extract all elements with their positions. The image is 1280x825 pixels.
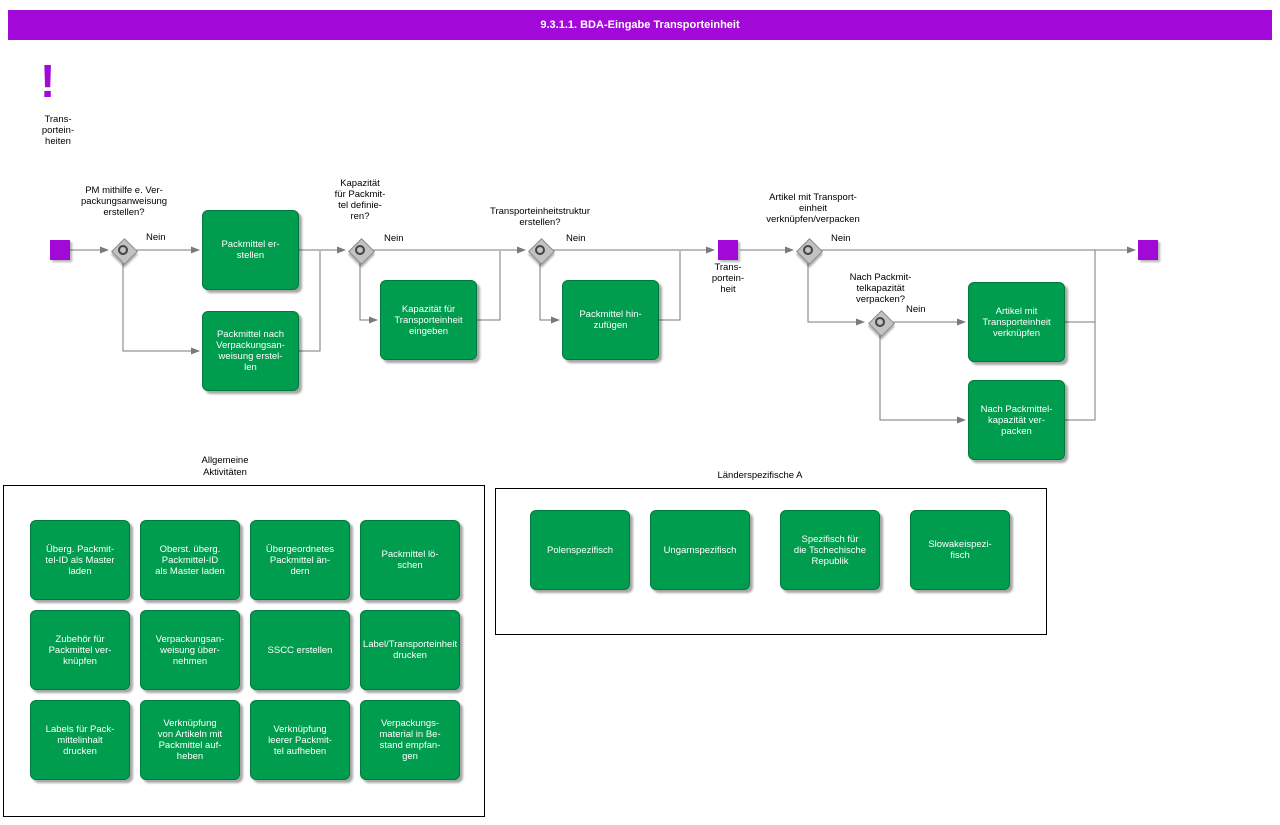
activity-zubehoer-verknuepfen: Zubehör für Packmittel ver- knüpfen [30,610,130,690]
gateway-ring-icon [355,245,365,255]
activity-verpackungsmaterial-empfangen: Verpackungs- material in Be- stand empfa… [360,700,460,780]
exclamation-label: Trans- portein- heiten [41,114,75,147]
gateway-packmittelkapazitaet [867,309,895,337]
activity-tschechienspezifisch: Spezifisch für die Tschechische Republik [780,510,880,590]
activity-uebergeordnetes-packmittel-aendern: Übergeordnetes Packmittel än- dern [250,520,350,600]
gateway-question: Transporteinheitstruktur erstellen? [490,206,590,228]
activity-verknuepfung-artikel-aufheben: Verknüpfung von Artikeln mit Packmittel … [140,700,240,780]
gateway-ring-icon [535,245,545,255]
activity-oberst-ueberg-packmittel-id-laden: Oberst. überg. Packmittel-ID als Master … [140,520,240,600]
activity-label-transporteinheit-drucken: Label/Transporteinheit drucken [360,610,460,690]
activity-packmittel-nach-verpackungsanweisung: Packmittel nach Verpackungsan- weisung e… [202,311,299,391]
gateway-no-label: Nein [831,233,851,244]
end-event [1138,240,1158,260]
gateway-question: Artikel mit Transport- einheit verknüpfe… [766,192,860,225]
intermediate-event-label: Trans- portein- heit [711,262,745,295]
gateway-no-label: Nein [384,233,404,244]
activity-ueberg-packmittel-id-laden: Überg. Packmit- tel-ID als Master laden [30,520,130,600]
gateway-packmittel-erstellen [110,237,138,265]
activity-ungarnspezifisch: Ungarnspezifisch [650,510,750,590]
gateway-artikel-verknuepfen [795,237,823,265]
group-allgemeine-aktivitaeten [3,485,485,817]
group-laenderspezifische [495,488,1047,635]
activity-nach-packmittelkapazitaet-verpacken: Nach Packmittel- kapazität ver- packen [968,380,1065,460]
group-title-allgemeine-aktivitaeten: Allgemeine Aktivitäten [201,455,249,478]
activity-packmittel-loeschen: Packmittel lö- schen [360,520,460,600]
activity-verknuepfung-leerer-packmittel-aufheben: Verknüpfung leerer Packmit- tel aufheben [250,700,350,780]
activity-polenspezifisch: Polenspezifisch [530,510,630,590]
activity-packmittel-erstellen: Packmittel er- stellen [202,210,299,290]
intermediate-event [718,240,738,260]
activity-slowakeispezifisch: Slowakeispezi- fisch [910,510,1010,590]
activity-artikel-verknuepfen: Artikel mit Transporteinheit verknüpfen [968,282,1065,362]
gateway-no-label: Nein [566,233,586,244]
group-title-laenderspezifische: Länderspezifische A [717,470,803,481]
gateway-ring-icon [118,245,128,255]
gateway-no-label: Nein [146,232,166,243]
gateway-transporteinheitstruktur [527,237,555,265]
exclamation-icon: ! [40,55,56,107]
gateway-question: Kapazität für Packmit- tel definie- ren? [334,178,386,222]
gateway-ring-icon [803,245,813,255]
start-event [50,240,70,260]
gateway-ring-icon [875,317,885,327]
activity-kapazitaet-eingeben: Kapazität für Transporteinheit eingeben [380,280,477,360]
page-title: 9.3.1.1. BDA-Eingabe Transporteinheit [8,10,1272,40]
gateway-question: Nach Packmit- telkapazität verpacken? [849,272,912,305]
activity-labels-packmittelinhalt-drucken: Labels für Pack- mittelinhalt drucken [30,700,130,780]
gateway-kapazitaet-definieren [347,237,375,265]
gateway-no-label: Nein [906,304,926,315]
activity-verpackungsanweisung-uebernehmen: Verpackungsan- weisung über- nehmen [140,610,240,690]
gateway-question: PM mithilfe e. Ver- packungsanweisung er… [80,185,168,218]
activity-sscc-erstellen: SSCC erstellen [250,610,350,690]
activity-packmittel-hinzufuegen: Packmittel hin- zufügen [562,280,659,360]
